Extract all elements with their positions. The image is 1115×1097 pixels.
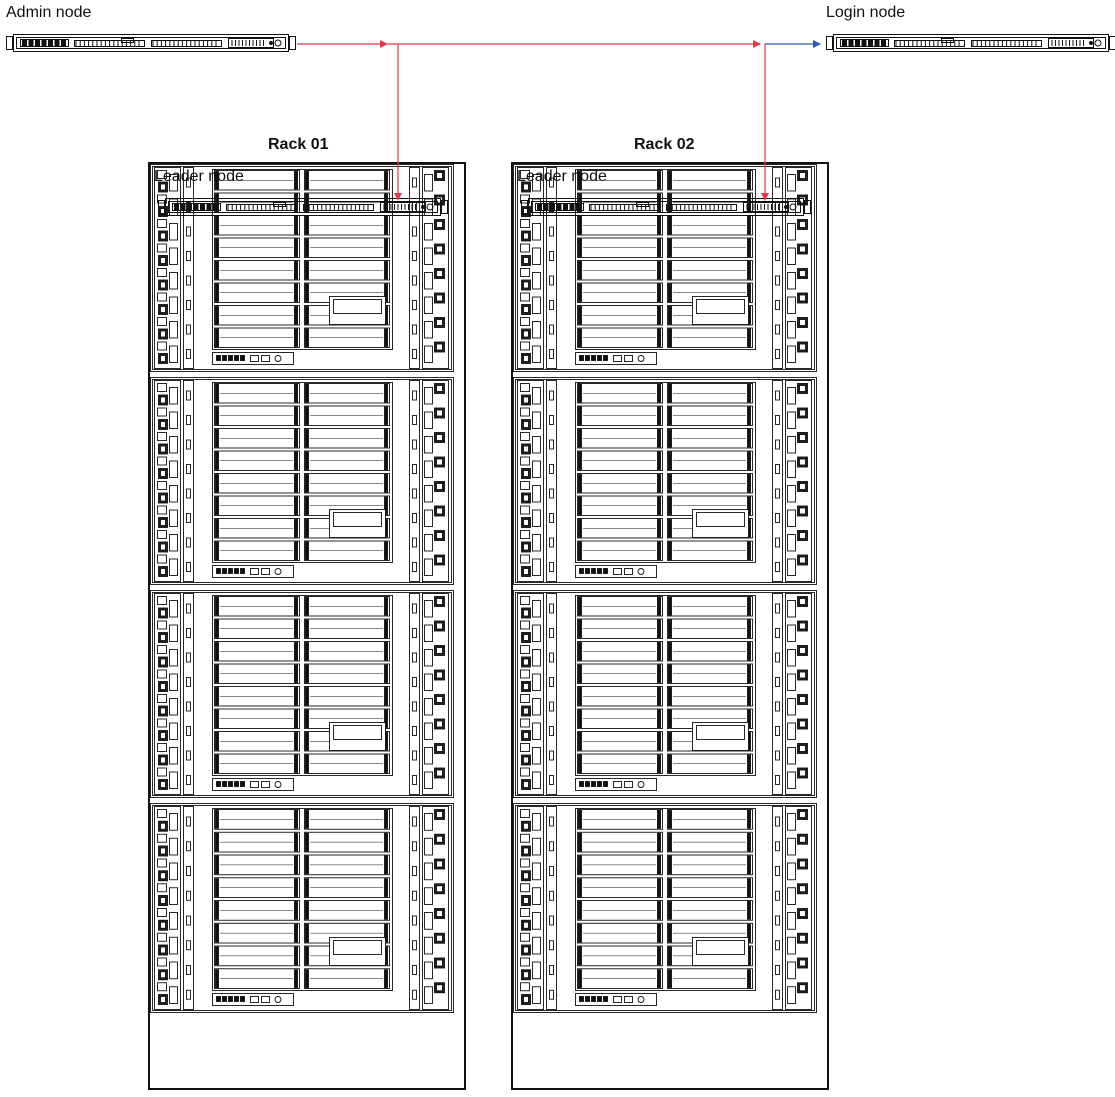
rack-01-leader-label: Leader node bbox=[154, 168, 244, 185]
rack-02: Leader node bbox=[511, 162, 829, 1090]
rack-02-chassis-4 bbox=[513, 803, 817, 1013]
rack-01-title: Rack 01 bbox=[268, 136, 329, 153]
rack-02-chassis-2 bbox=[513, 377, 817, 585]
rack-02-chassis-3 bbox=[513, 590, 817, 798]
admin-node-server bbox=[6, 34, 296, 52]
login-node-label: Login node bbox=[826, 4, 906, 21]
admin-node-label: Admin node bbox=[6, 4, 92, 21]
login-node-server bbox=[826, 34, 1115, 52]
rack-01-chassis-4 bbox=[150, 803, 454, 1013]
rack-02-leader-label: Leader node bbox=[517, 168, 607, 185]
rack-01-chassis-3 bbox=[150, 590, 454, 798]
rack-01-leader-server bbox=[158, 198, 448, 216]
rack-01-chassis-1 bbox=[150, 164, 454, 372]
rack-01-chassis-2 bbox=[150, 377, 454, 585]
rack-02-chassis-1 bbox=[513, 164, 817, 372]
rack-02-leader-server bbox=[521, 198, 811, 216]
rack-02-title: Rack 02 bbox=[634, 136, 695, 153]
rack-01: Leader node bbox=[148, 162, 466, 1090]
